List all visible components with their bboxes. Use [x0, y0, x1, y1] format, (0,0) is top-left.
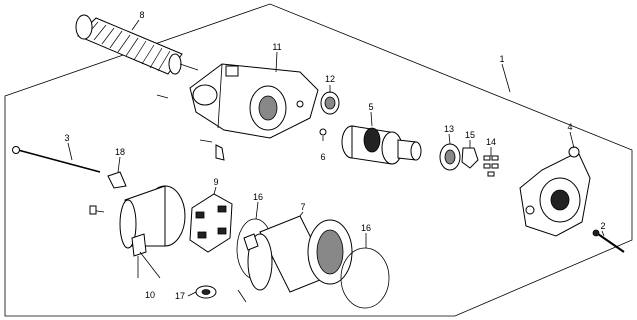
callout-10: 10 [145, 290, 155, 300]
callout-4: 4 [567, 122, 572, 132]
callout-6: 6 [320, 152, 325, 162]
idler-gear-part [439, 143, 461, 171]
leader-lines [67, 19, 605, 297]
armature-part [75, 14, 199, 75]
callout-7: 7 [300, 202, 305, 212]
steel-ball-part [319, 128, 327, 136]
o-ring-right-part [340, 247, 390, 309]
callout-16-left: 16 [253, 192, 263, 202]
through-bolt-part [592, 229, 625, 253]
gear-housing-part [519, 146, 591, 237]
callout-2: 2 [600, 221, 605, 231]
overrunning-clutch-part [341, 125, 422, 165]
retainer-part [461, 147, 479, 169]
callout-5: 5 [368, 102, 373, 112]
brush-holder-part [189, 193, 233, 253]
pinion-gear-part [320, 91, 340, 115]
callout-11: 11 [272, 42, 281, 52]
callout-18: 18 [115, 147, 125, 157]
callout-15: 15 [465, 130, 475, 140]
yoke-part [237, 215, 353, 303]
callout-9: 9 [213, 177, 218, 187]
callout-16-right: 16 [361, 223, 371, 233]
long-bolt-part [12, 146, 125, 181]
callout-12: 12 [325, 74, 335, 84]
callout-13: 13 [444, 124, 454, 134]
grommet-part [195, 285, 217, 299]
callout-8: 8 [139, 10, 144, 20]
end-cover-part [89, 185, 186, 279]
callout-1: 1 [499, 54, 504, 64]
callout-17: 17 [175, 291, 185, 301]
housing-part [156, 63, 319, 161]
rollers-part [483, 155, 499, 177]
assembly-frame [4, 3, 633, 317]
terminal-part [107, 171, 127, 189]
callout-14: 14 [486, 137, 496, 147]
callout-3: 3 [64, 133, 69, 143]
